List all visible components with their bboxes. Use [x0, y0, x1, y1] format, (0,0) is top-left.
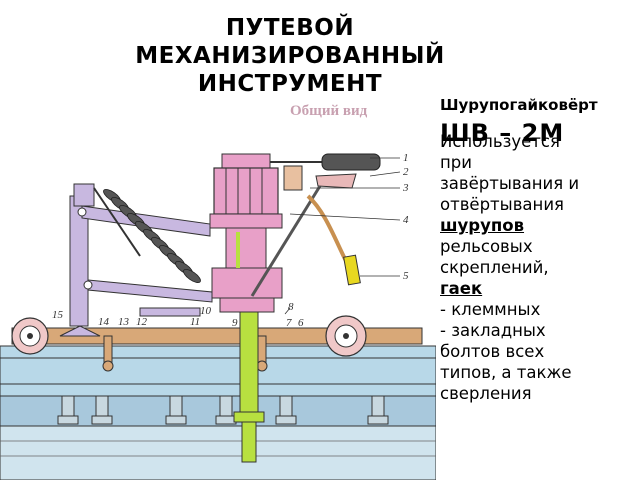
machine-drawing: 1 2 3 4 5 6 7 8 9 10 11 12 13 14 15	[0, 96, 437, 481]
tool-description: Используется при завёртывания и отвёртыв…	[440, 131, 636, 404]
title-line-1: ПУТЕВОЙ	[225, 15, 355, 41]
cable-plug	[343, 254, 361, 286]
title-line-2: МЕХАНИЗИРОВАННЫЙ	[135, 43, 445, 69]
callout-7: 7	[286, 317, 292, 329]
electric-motor	[209, 153, 283, 313]
description-panel: Шурупогайковёрт ШВ – 2М Используется при…	[440, 96, 636, 404]
callout-14: 14	[98, 316, 110, 328]
desc-line: завёртывания и	[440, 174, 580, 193]
callout-10: 10	[200, 305, 212, 317]
drawing-svg: 1 2 3 4 5 6 7 8 9 10 11 12 13 14 15	[0, 152, 437, 481]
callout-8: 8	[288, 301, 294, 313]
desc-keyword-nuts: гаек	[440, 279, 483, 298]
callout-5: 5	[403, 270, 409, 282]
lever-rod	[250, 185, 322, 297]
desc-line: Используется	[440, 132, 560, 151]
callout-2: 2	[403, 166, 409, 178]
desc-line: типов, а также	[440, 363, 572, 382]
drive-shaft	[233, 311, 265, 463]
callout-leaders	[284, 157, 401, 315]
right-wheel	[325, 315, 367, 357]
callout-6: 6	[298, 317, 304, 329]
desc-line: - клеммных	[440, 300, 541, 319]
tool-name: Шурупогайковёрт	[440, 96, 598, 114]
desc-line: рельсовых	[440, 237, 533, 256]
desc-line: отвёртывания	[440, 195, 564, 214]
callout-4: 4	[403, 214, 409, 226]
callout-9: 9	[232, 317, 238, 329]
slide-title: ПУТЕВОЙ МЕХАНИЗИРОВАННЫЙ ИНСТРУМЕНТ	[120, 14, 460, 98]
desc-line: болтов всех	[440, 342, 545, 361]
desc-keyword-screws: шурупов	[440, 216, 525, 235]
callout-3: 3	[402, 182, 409, 194]
desc-line: сверления	[440, 384, 532, 403]
junction-box	[283, 165, 303, 191]
desc-line: скреплений,	[440, 258, 549, 277]
general-view-label: Общий вид	[290, 103, 368, 119]
foot-lever	[139, 307, 201, 317]
callout-11: 11	[190, 316, 200, 328]
control-handle	[270, 153, 381, 189]
tool-model: ШВ – 2М	[440, 119, 565, 147]
callout-12: 12	[136, 316, 148, 328]
left-wheel	[11, 317, 49, 355]
callout-15: 15	[52, 309, 64, 321]
lower-arm	[87, 279, 213, 303]
desc-line: при	[440, 153, 472, 172]
sleeper-base	[0, 425, 437, 481]
rail-upper	[0, 345, 437, 397]
callout-1: 1	[403, 152, 409, 164]
callout-13: 13	[118, 316, 130, 328]
title-line-3: ИНСТРУМЕНТ	[197, 71, 383, 97]
spring	[103, 188, 201, 284]
sleeper-bolts	[57, 395, 389, 425]
desc-line: - закладных	[440, 321, 546, 340]
